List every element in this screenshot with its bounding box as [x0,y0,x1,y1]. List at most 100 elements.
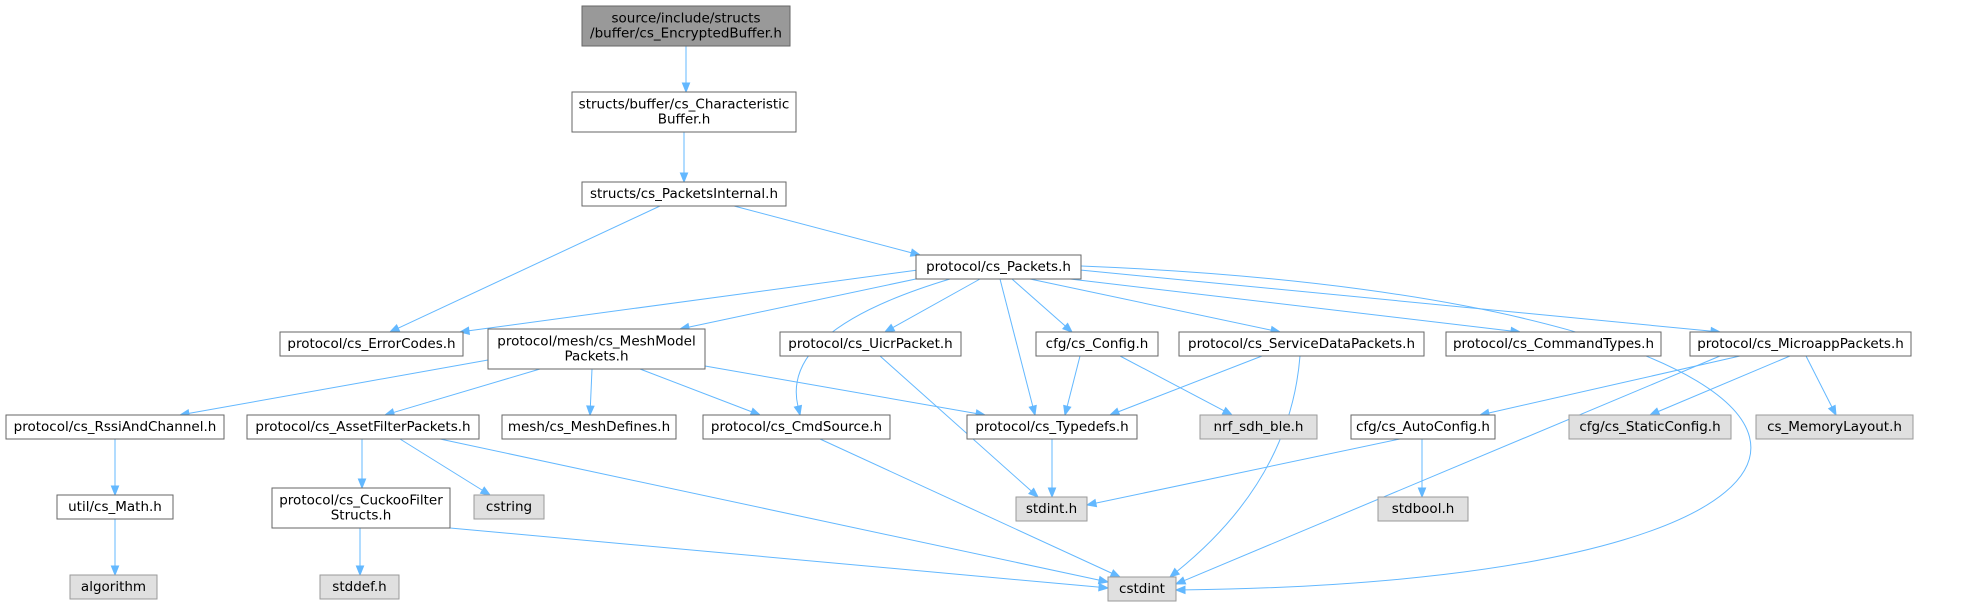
node-box [1377,496,1469,522]
edge-cs-config-to-nrf-sdh-ble [1119,355,1234,416]
node-cs-uicrpacket[interactable]: protocol/cs_UicrPacket.h [779,331,962,357]
node-label: structs/cs_PacketsInternal.h [590,186,778,202]
node-box [69,574,158,600]
edge-arrowhead [355,565,365,577]
node-nrf-sdh-ble: nrf_sdh_ble.h [1199,414,1318,440]
edge-arrowhead [1047,487,1057,499]
node-label: util/cs_Math.h [68,499,162,515]
edge-cs-microapppackets-to-cs-staticconfig [1648,355,1791,416]
edge-cs-packets-to-cs-commandtypes [1069,278,1522,336]
node-cs-meshdefines[interactable]: mesh/cs_MeshDefines.h [501,414,677,440]
node-box [501,414,677,440]
node-label: algorithm [81,579,146,595]
node-label: protocol/mesh/cs_MeshModel [497,334,696,350]
edge-arrowhead [586,405,595,417]
node-cs-assetfilterpackets[interactable]: protocol/cs_AssetFilterPackets.h [246,414,480,440]
edge-cs-packetsinternal-to-cs-errorcodes [388,205,661,333]
edge-line [188,359,489,414]
edge-line [1118,355,1263,413]
edge-arrowhead [1168,567,1181,578]
node-cs-errorcodes[interactable]: protocol/cs_ErrorCodes.h [279,331,464,357]
edge-cs-servicedatapackets-to-cs-typedefs [1108,355,1263,416]
edge-cs-config-to-cs-typedefs [1063,355,1081,417]
node-label: protocol/cs_UicrPacket.h [788,336,952,352]
edge-line [1658,355,1791,412]
node-cs-commandtypes[interactable]: protocol/cs_CommandTypes.h [1445,331,1662,357]
node-box [1199,414,1318,440]
edge-cs-meshmodelpackets-to-cs-assetfilterpackets [383,368,541,417]
node-cs-config[interactable]: cfg/cs_Config.h [1035,331,1159,357]
edge-line [892,278,981,329]
node-layer: source/include/structs/buffer/cs_Encrypt… [5,5,1914,602]
node-label: protocol/cs_RssiAndChannel.h [14,419,217,435]
edge-arrowhead [749,407,762,416]
node-cs-autoconfig[interactable]: cfg/cs_AutoConfig.h [1350,414,1496,440]
node-box [571,91,797,133]
node-cs-encryptedbuffer[interactable]: source/include/structs/buffer/cs_Encrypt… [581,5,791,47]
node-cs-packets[interactable]: protocol/cs_Packets.h [915,254,1082,280]
node-box [581,181,787,207]
edge-cs-rssiandchannel-to-cs-math [110,439,120,497]
node-box [1015,496,1088,522]
node-cs-typedefs[interactable]: protocol/cs_Typedefs.h [966,414,1138,440]
edge-line [733,205,912,254]
edge-line [1066,355,1081,407]
node-cs-packetsinternal[interactable]: structs/cs_PacketsInternal.h [581,181,787,207]
edge-line [399,438,483,491]
node-stdbool: stdbool.h [1377,496,1469,522]
node-cs-math[interactable]: util/cs_Math.h [56,494,174,520]
edge-line [468,269,919,332]
node-stdint: stdint.h [1015,496,1088,522]
node-box [1568,414,1732,440]
node-box [581,5,791,47]
edge-cs-cuckoofilterstructs-to-stddef [355,528,365,577]
node-label: nrf_sdh_ble.h [1214,419,1304,435]
node-label: stddef.h [332,579,386,595]
edge-cs-autoconfig-to-stdbool [1417,439,1427,499]
node-label: protocol/cs_AssetFilterPackets.h [255,419,470,435]
node-box [915,254,1082,280]
node-box [702,414,891,440]
edge-line [819,438,1113,574]
node-label: protocol/cs_Packets.h [926,259,1071,275]
node-box [271,487,451,529]
node-box [487,328,706,370]
edge-cs-meshmodelpackets-to-cs-meshdefines [586,368,595,417]
node-cs-memorylayout: cs_MemoryLayout.h [1755,414,1914,440]
node-label: stdint.h [1026,501,1077,517]
node-label: cstdint [1119,581,1165,597]
edge-cs-meshmodelpackets-to-cs-typedefs [704,365,987,418]
edge-cs-packets-to-cs-errorcodes [458,269,919,336]
edge-arrowhead [1648,407,1661,416]
edge-arrowhead [1097,575,1110,585]
edge-cs-meshmodelpackets-to-cs-cmdsource [639,368,762,416]
edge-cs-assetfilterpackets-to-cstdint [439,438,1110,585]
edge-line [1011,278,1066,327]
edge-cs-microapppackets-to-cs-memorylayout [1805,355,1837,417]
edge-line [639,368,752,413]
edge-arrowhead [681,82,691,94]
node-label: mesh/cs_MeshDefines.h [508,419,670,435]
node-cs-servicedatapackets[interactable]: protocol/cs_ServiceDataPackets.h [1178,331,1425,357]
edge-arrowhead [1109,569,1122,578]
node-cs-rssiandchannel[interactable]: protocol/cs_RssiAndChannel.h [5,414,225,440]
node-label: structs/buffer/cs_Characteristic [579,97,790,113]
edge-arrowhead [357,478,367,490]
edge-line [999,278,1034,407]
edge-cs-packets-to-cs-uicrpacket [883,278,981,333]
node-label: cstring [486,499,532,515]
edge-line [439,438,1100,581]
node-cs-microapppackets[interactable]: protocol/cs_MicroappPackets.h [1689,331,1912,357]
edge-layer [110,46,1837,595]
edge-cs-packets-to-cs-meshmodelpackets [678,275,931,332]
edge-cs-uicrpacket-to-stdint [879,355,1040,498]
node-label: protocol/cs_Typedefs.h [975,419,1128,435]
node-cs-cmdsource[interactable]: protocol/cs_CmdSource.h [702,414,891,440]
edge-arrowhead [1108,407,1121,416]
edge-arrowhead [1063,404,1072,417]
node-label: cfg/cs_Config.h [1046,336,1149,352]
